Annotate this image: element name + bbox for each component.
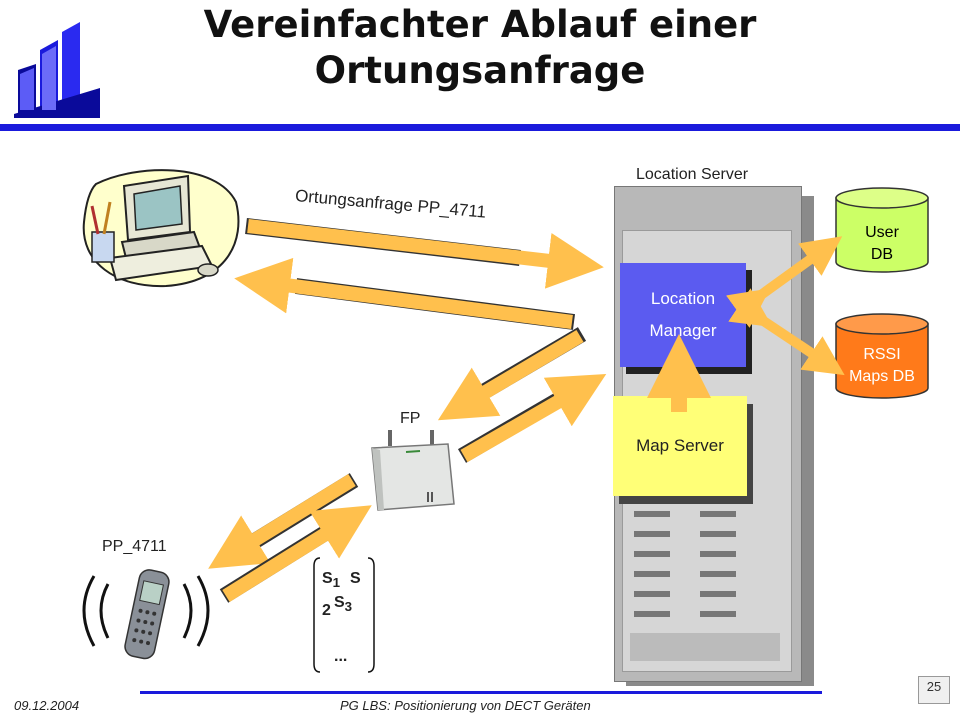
arrow-server-to-fp bbox=[437, 327, 587, 421]
signal-s2-letter: S bbox=[350, 570, 361, 587]
signal-samples-bracket bbox=[313, 557, 375, 673]
rssi-db-label: RSSI Maps DB bbox=[834, 344, 930, 388]
user-db-line-1: User bbox=[865, 224, 899, 241]
response-arrow-server-to-computer bbox=[234, 257, 576, 330]
university-logo-icon bbox=[14, 22, 100, 118]
request-arrow-computer-to-server bbox=[245, 218, 604, 289]
signal-s1: S1 bbox=[322, 570, 340, 590]
rssi-db-line-1: RSSI bbox=[863, 346, 901, 363]
signal-s3: S3 bbox=[334, 594, 352, 614]
location-server-label: Location Server bbox=[636, 166, 749, 183]
user-db-cylinder bbox=[835, 187, 929, 273]
map-server-box: Map Server bbox=[613, 396, 747, 496]
footer-divider bbox=[140, 691, 822, 694]
arrow-manager-to-user-db bbox=[726, 236, 843, 328]
slide-title: Vereinfachter Ablauf einer Ortungsanfrag… bbox=[150, 2, 810, 94]
user-db-label: User DB bbox=[834, 222, 930, 266]
fp-label: FP bbox=[400, 410, 421, 427]
title-line-2: Ortungsanfrage bbox=[314, 49, 646, 92]
title-divider bbox=[0, 124, 960, 131]
signal-s3-index: 3 bbox=[344, 599, 353, 615]
signal-s1-letter: S bbox=[322, 570, 333, 587]
page-number: 25 bbox=[918, 676, 950, 704]
rssi-db-line-2: Maps DB bbox=[849, 368, 915, 385]
arrow-fp-to-phone bbox=[208, 473, 359, 569]
signal-s1-index: 1 bbox=[332, 575, 341, 591]
pp-label: PP_4711 bbox=[102, 538, 167, 555]
signal-s2-index: 2 bbox=[322, 602, 331, 619]
location-manager-line-1: Location bbox=[650, 289, 716, 308]
fixed-part-base-station-icon bbox=[371, 430, 455, 511]
signal-s3-letter: S bbox=[334, 594, 345, 611]
footer-title: PG LBS: Positionierung von DECT Geräten bbox=[340, 698, 591, 713]
arrow-phone-to-fp bbox=[219, 505, 372, 603]
arrow-fp-to-server bbox=[457, 374, 607, 463]
title-line-1: Vereinfachter Ablauf einer bbox=[203, 3, 757, 46]
signal-more: ... bbox=[334, 648, 348, 665]
arrow-manager-to-rssi-db bbox=[728, 288, 845, 376]
server-drive-slots bbox=[630, 511, 780, 661]
computer-icon bbox=[82, 169, 240, 288]
rssi-db-cylinder bbox=[835, 313, 929, 399]
footer-date: 09.12.2004 bbox=[14, 698, 80, 713]
user-db-line-2: DB bbox=[870, 246, 894, 263]
dect-phone-icon bbox=[82, 569, 210, 660]
